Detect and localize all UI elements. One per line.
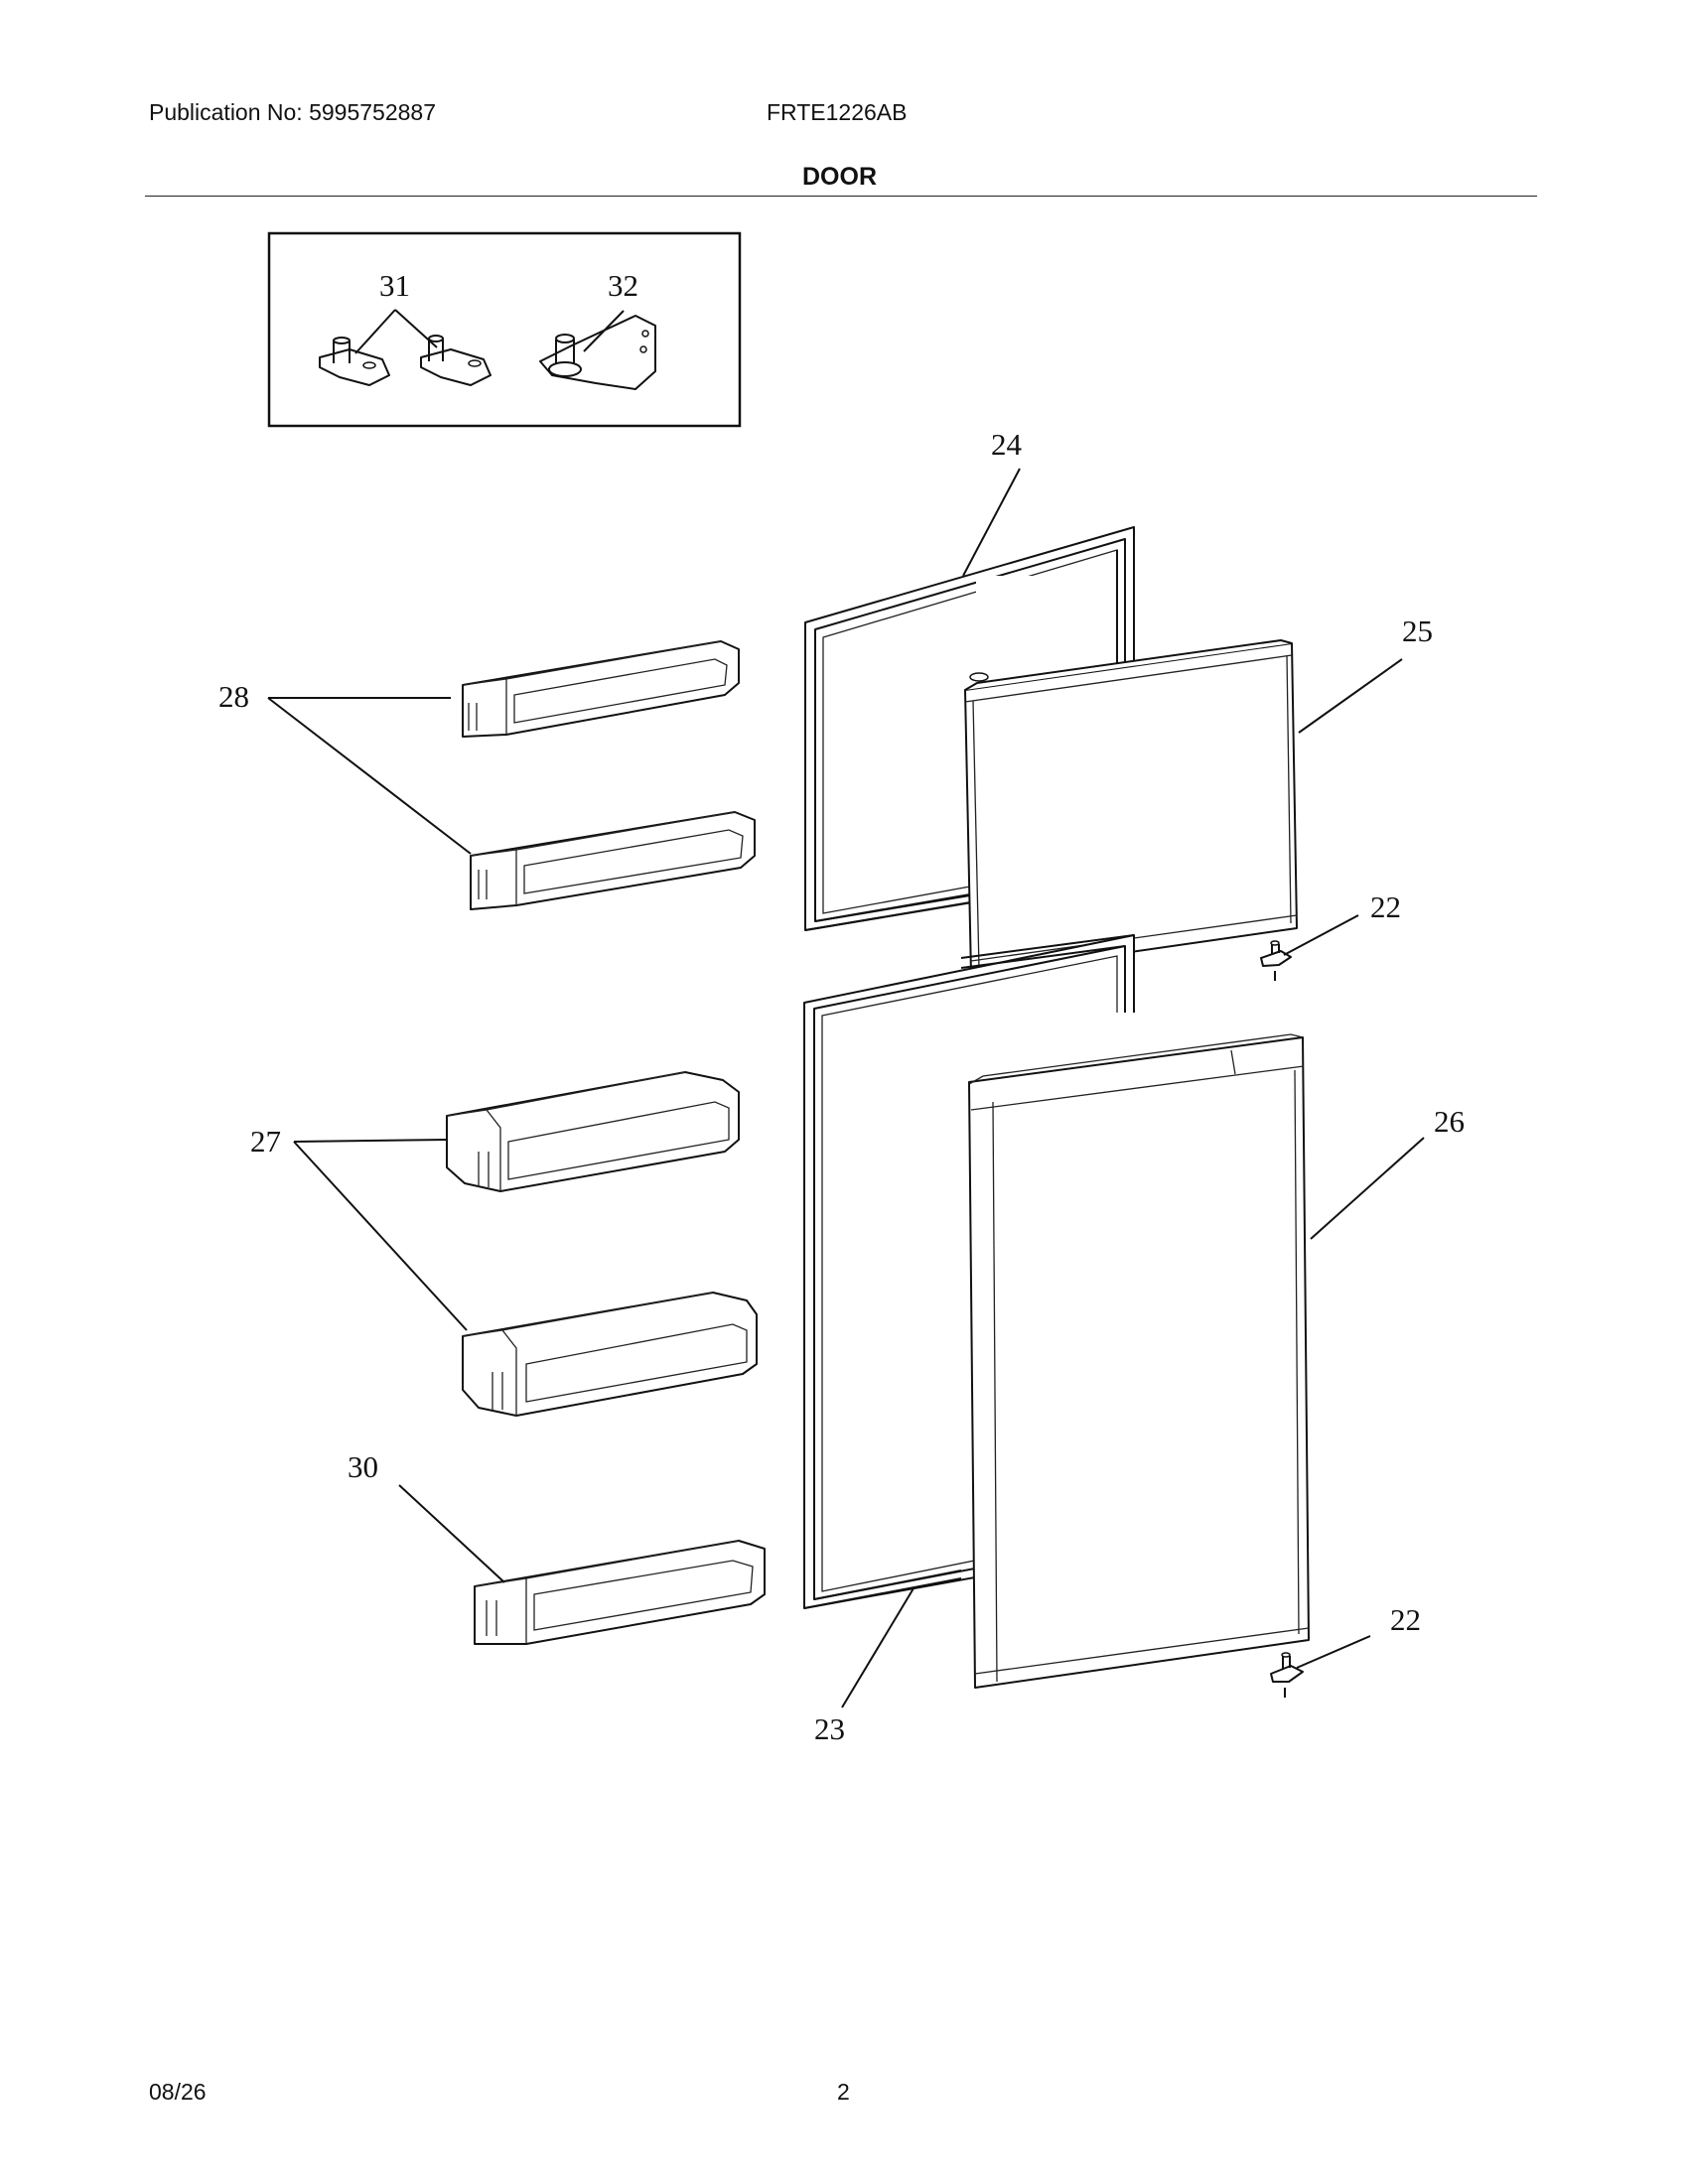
callout-27: 27 [250, 1124, 281, 1159]
footer-page-number: 2 [837, 2079, 850, 2105]
header-divider [145, 196, 1537, 197]
callout-22-lower: 22 [1390, 1602, 1421, 1637]
callout-23: 23 [814, 1711, 845, 1746]
door-bin-28-lower [470, 811, 756, 910]
hinge-inset-box [267, 231, 742, 428]
callout-31: 31 [379, 268, 410, 303]
door-bin-27-upper [446, 1071, 740, 1192]
door-bin-28-upper [462, 640, 740, 738]
publication-number: Publication No: 5995752887 [149, 99, 437, 125]
hinge-part-31 [319, 309, 492, 386]
fresh-food-door-26 [968, 1033, 1310, 1689]
callout-32: 32 [608, 268, 638, 303]
callout-22-upper: 22 [1370, 889, 1401, 924]
callout-28: 28 [218, 679, 249, 714]
freezer-door-25 [964, 639, 1298, 976]
door-bin-30 [474, 1540, 766, 1645]
hinge-part-32 [539, 310, 656, 390]
callout-25: 25 [1402, 614, 1433, 648]
callout-30: 30 [348, 1449, 378, 1484]
hinge-part-22-upper [1260, 914, 1359, 981]
callout-24: 24 [991, 427, 1023, 462]
leader-lines [267, 468, 1425, 1708]
hinge-part-22-lower [1270, 1635, 1371, 1698]
model-number: FRTE1226AB [767, 99, 908, 125]
footer-date: 08/26 [149, 2079, 207, 2105]
door-bin-27-lower [462, 1292, 758, 1417]
section-title: DOOR [802, 163, 877, 191]
callout-26: 26 [1434, 1104, 1465, 1139]
